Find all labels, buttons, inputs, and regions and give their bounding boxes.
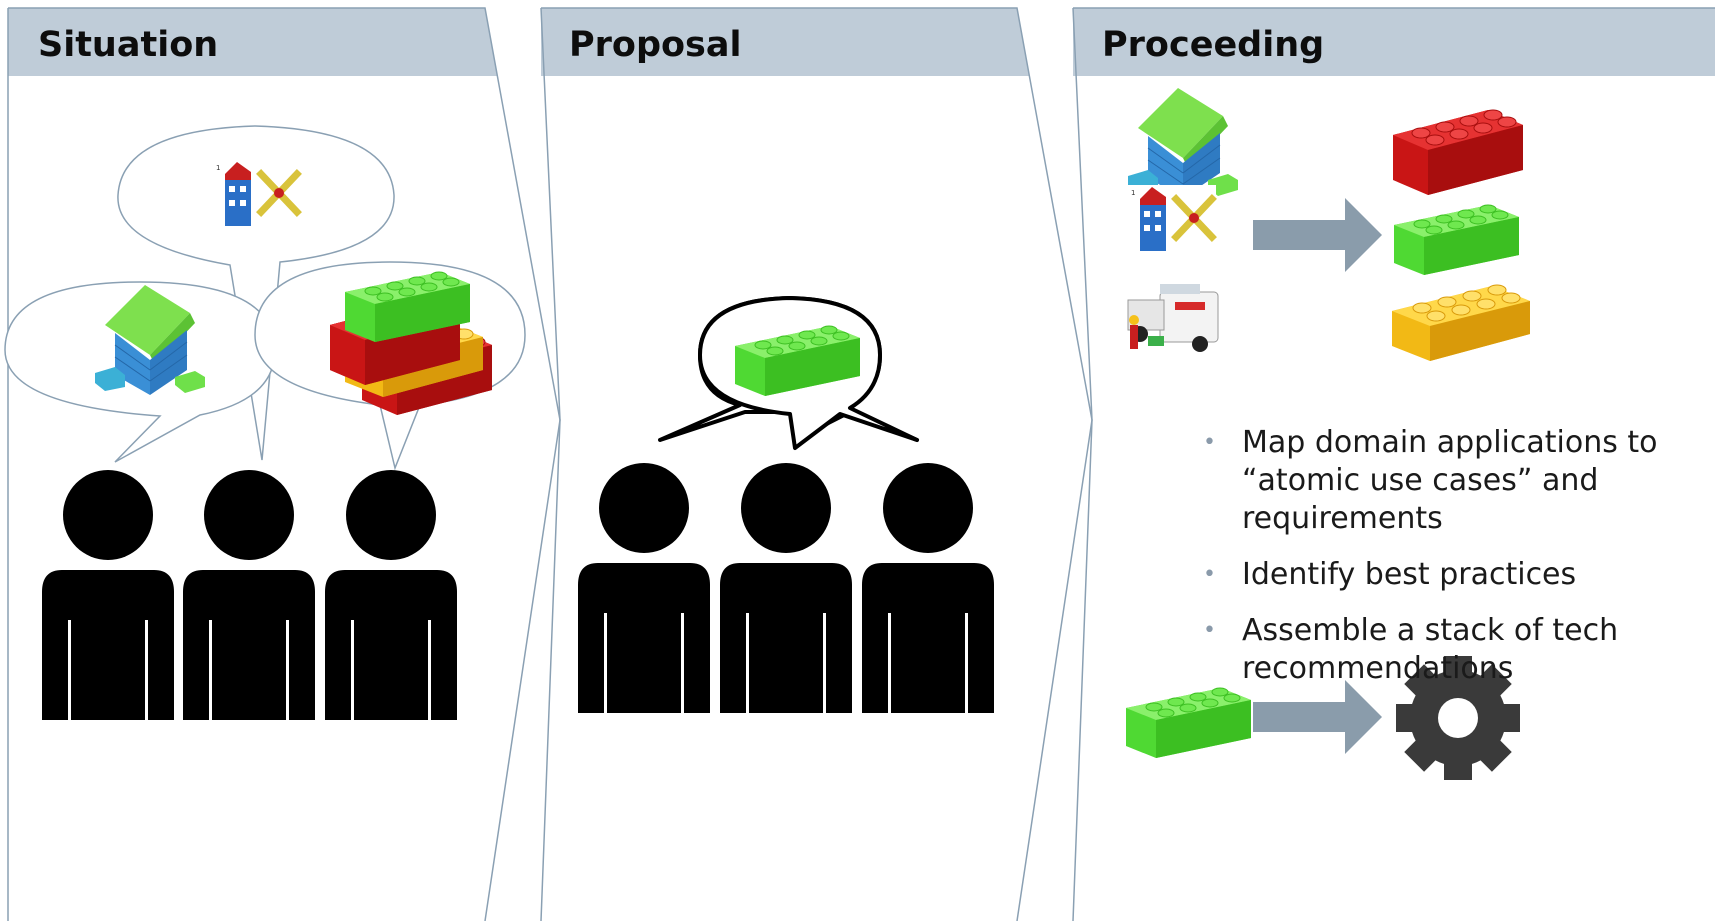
lego-house-icon <box>1127 87 1239 199</box>
panel-title: Situation <box>38 25 218 65</box>
person-icon <box>325 470 457 720</box>
panel-proposal: Proposal <box>540 7 1093 921</box>
arrow-right-icon <box>1253 198 1382 272</box>
arrow-right-icon <box>1253 680 1382 754</box>
person-icon <box>720 463 852 713</box>
person-icon <box>578 463 710 713</box>
speech-bubble-top <box>117 125 395 461</box>
bullet-item: • Map domain applications to “atomic use … <box>1188 424 1708 538</box>
panel-title: Proposal <box>569 25 742 65</box>
panel-proceeding: Proceeding <box>1072 7 1715 921</box>
speech-bubble-right <box>254 261 526 471</box>
bullet-text: Map domain applications to “atomic use c… <box>1242 425 1658 536</box>
bullet-dot-icon: • <box>1203 430 1216 455</box>
bullet-text: Identify best practices <box>1242 557 1577 592</box>
bullet-dot-icon: • <box>1203 618 1216 643</box>
instruction-sheet-icon <box>1128 185 1216 253</box>
panel-header-situation <box>8 8 497 76</box>
lego-truck-icon <box>1127 284 1219 352</box>
lego-brick-red-icon <box>1392 109 1524 196</box>
panel-chevron-border <box>8 7 561 921</box>
bullet-text: Assemble a stack of tech recommendations <box>1242 613 1619 686</box>
bullet-dot-icon: • <box>1203 562 1216 587</box>
proceeding-bullet-list: • Map domain applications to “atomic use … <box>1188 424 1708 706</box>
panel-situation: Situation <box>4 7 561 921</box>
bullet-item: • Assemble a stack of tech recommendation… <box>1188 612 1708 688</box>
person-icon <box>42 470 174 720</box>
person-icon <box>862 463 994 713</box>
panel-left-border <box>540 7 561 921</box>
panel-chevron-border <box>541 7 1093 921</box>
panel-title: Proceeding <box>1102 25 1324 65</box>
panel-header-proposal <box>541 8 1029 76</box>
bullet-item: • Identify best practices <box>1188 556 1708 594</box>
instruction-sheet-icon <box>213 160 301 228</box>
lego-brick-yellow-icon <box>1391 284 1531 362</box>
panel-left-border <box>1072 7 1093 921</box>
lego-brick-green-icon <box>1393 204 1520 276</box>
gear-icon <box>1396 656 1520 780</box>
person-icon <box>183 470 315 720</box>
panel-header-proceeding <box>1073 8 1715 76</box>
speech-bubble-shared <box>658 296 919 450</box>
speech-bubble-left <box>4 281 276 463</box>
